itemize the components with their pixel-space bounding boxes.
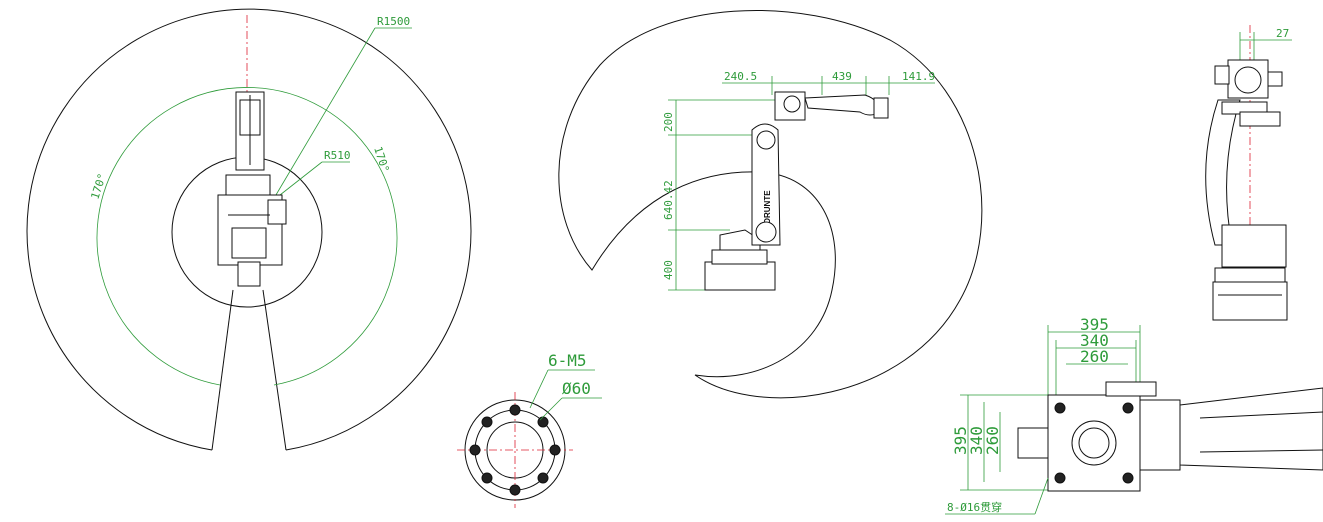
angle-right-label: 170° [371, 145, 392, 174]
diameter-label: Ø60 [562, 379, 591, 398]
m5-leader [529, 369, 549, 409]
base-top-housing [1105, 381, 1157, 397]
r1500-label: R1500 [377, 15, 410, 28]
dim-340-h-label: 340 [1080, 331, 1109, 350]
flange-view: 6-M5 Ø60 [457, 351, 602, 508]
robot-front-body [1205, 59, 1288, 321]
dim-640-42-label: 640.42 [662, 180, 675, 220]
dim-439-label: 439 [832, 70, 852, 83]
side-workspace-outer [558, 9, 983, 399]
dim-27-label: 27 [1276, 27, 1289, 40]
dim-395-h-label: 395 [1080, 315, 1109, 334]
base-right-housing [1139, 399, 1181, 471]
base-view: 395 340 260 395 340 260 8-Ø16贯穿 [945, 315, 1323, 515]
angle-arc [96, 87, 398, 386]
hole-label: 8-Ø16贯穿 [947, 500, 1002, 514]
base-hole [1122, 472, 1134, 484]
arm-label: BORUNTE [763, 190, 772, 230]
r1500-leader [269, 27, 376, 206]
robot-top-body [217, 91, 287, 287]
dim-200-label: 200 [662, 112, 675, 132]
thread-label: 6-M5 [548, 351, 587, 370]
dim-240-5-label: 240.5 [724, 70, 757, 83]
front-view: 27 [1205, 25, 1292, 321]
base-hole [1054, 472, 1066, 484]
base-center-inner [1078, 427, 1110, 459]
base-hole [1054, 402, 1066, 414]
outer-workspace-arc [26, 8, 472, 451]
dim-260-h-label: 260 [1080, 347, 1109, 366]
r510-leader [279, 161, 323, 196]
dim-395-v-label: 395 [951, 426, 970, 455]
r510-label: R510 [324, 149, 351, 162]
dim-340-v-label: 340 [967, 426, 986, 455]
base-left-motor [1017, 427, 1049, 459]
dim-400-label: 400 [662, 260, 675, 280]
wedge-right-line [262, 289, 287, 451]
robot-side-body: BORUNTE [704, 91, 889, 291]
hole-leader [1034, 477, 1049, 515]
dim-141-9-label: 141.9 [902, 70, 935, 83]
side-view: 240.5 439 141.9 200 640.42 400 BORUNTE [558, 9, 983, 399]
top-view: R1500 R510 170° 170° [26, 8, 472, 451]
base-arm [1179, 387, 1323, 471]
d60-leader [539, 397, 563, 421]
base-center-circle [1071, 420, 1117, 466]
wedge-left-line [211, 289, 234, 451]
base-hole [1122, 402, 1134, 414]
dim-260-v-label: 260 [983, 426, 1002, 455]
